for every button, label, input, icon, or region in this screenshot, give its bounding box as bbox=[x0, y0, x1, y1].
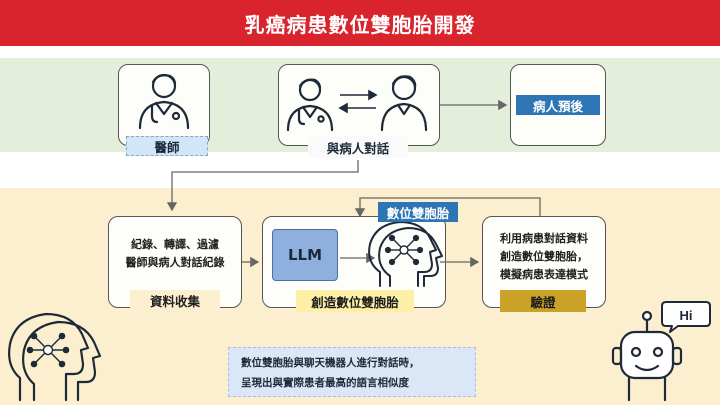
prognosis-label: 病人預後 bbox=[516, 95, 600, 115]
network-node-icon bbox=[26, 332, 70, 368]
page-title: 乳癌病患數位雙胞胎開發 bbox=[0, 0, 720, 46]
digital-twin-head-icon bbox=[368, 221, 443, 287]
collection-text-line2: 醫師與病人對話紀錄 bbox=[125, 256, 225, 269]
doctor-label: 醫師 bbox=[126, 136, 208, 156]
create-twin-label: 創造數位雙胞胎 bbox=[296, 290, 414, 312]
robot-bubble-text: Hi bbox=[680, 308, 693, 323]
collection-text-line1: 紀錄、轉譯、過濾 bbox=[131, 238, 219, 251]
result-note: 數位雙胞胎與聊天機器人進行對話時， 呈現出與實際患者最高的語言相似度 bbox=[228, 347, 476, 397]
decorative-twin-head-icon bbox=[8, 312, 102, 402]
doctor-box bbox=[118, 64, 210, 146]
doctor-icon bbox=[286, 78, 334, 132]
speech-bubble-icon bbox=[661, 301, 711, 333]
connectors bbox=[166, 99, 541, 268]
verify-text-line1: 利用病患對話資料 bbox=[500, 232, 588, 245]
exchange-arrows-icon bbox=[338, 89, 378, 114]
doctor-icon bbox=[138, 73, 190, 130]
llm-block: LLM bbox=[272, 229, 338, 281]
verify-label: 驗證 bbox=[500, 290, 586, 312]
verify-text-line2: 創造數位雙胞胎， bbox=[500, 250, 588, 263]
digital-twin-tag: 數位雙胞胎 bbox=[378, 202, 458, 222]
result-note-line2: 呈現出與實際患者最高的語言相似度 bbox=[241, 377, 409, 389]
collection-label: 資料收集 bbox=[130, 290, 220, 310]
verify-text-line3: 模擬病患表達模式 bbox=[500, 268, 588, 281]
robot-icon bbox=[611, 310, 683, 402]
result-note-line1: 數位雙胞胎與聊天機器人進行對話時， bbox=[241, 357, 420, 369]
patient-icon bbox=[380, 75, 428, 132]
dialogue-label: 與病人對話 bbox=[308, 136, 408, 158]
network-node-icon bbox=[384, 234, 424, 266]
